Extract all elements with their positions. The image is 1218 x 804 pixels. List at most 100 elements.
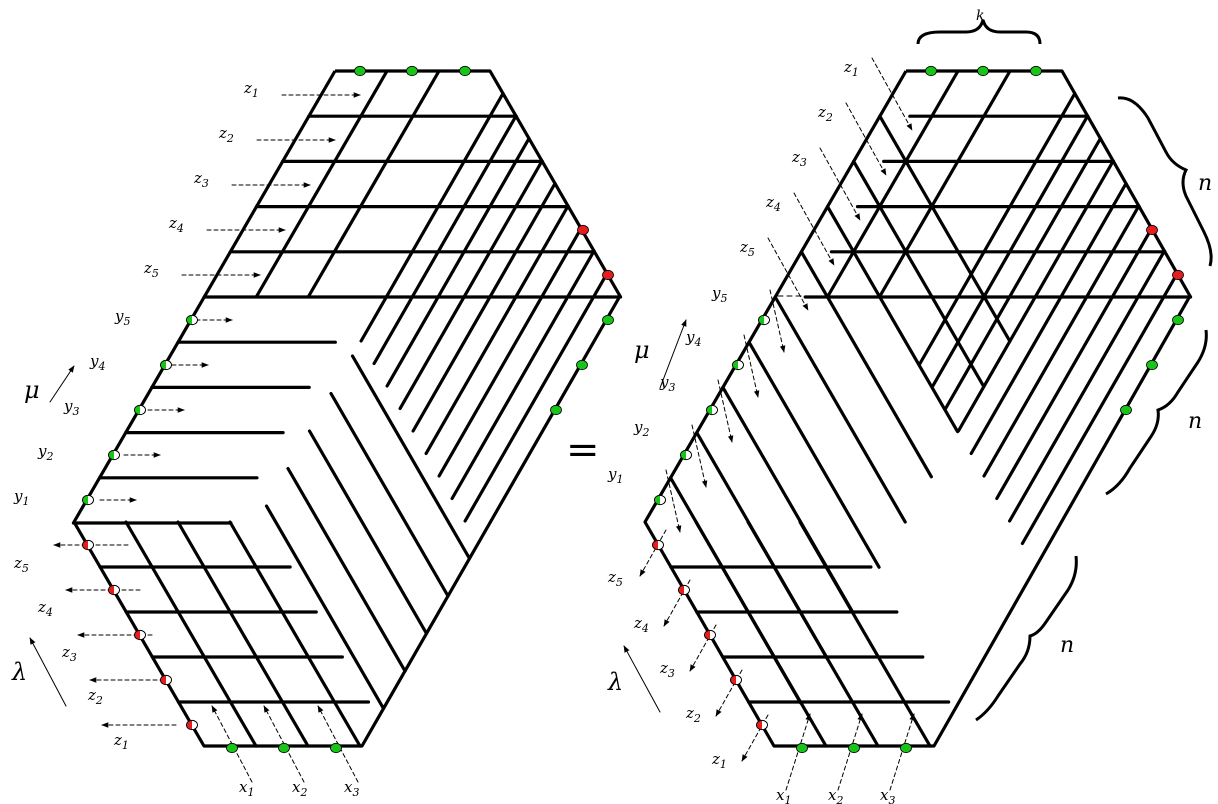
right-zb-dot-fill — [756, 720, 762, 730]
right-right-green-dot — [1146, 359, 1158, 371]
left-right-green-dot — [602, 314, 614, 326]
left-zb-dot-fill — [134, 630, 140, 640]
right-z-top-label: z1 — [843, 58, 859, 79]
left-top-dot — [406, 65, 418, 77]
right-y-dot-fill — [706, 405, 712, 415]
left-input-arrows — [29, 92, 361, 783]
right-right-red-dot — [1172, 269, 1184, 281]
right-y-label: y2 — [633, 418, 649, 439]
left-y-label: y1 — [13, 487, 29, 508]
left-y-label: y5 — [114, 307, 130, 328]
right-z-top-label: z2 — [817, 103, 833, 124]
left-y-label: y3 — [63, 397, 79, 418]
left-y-dot-fill — [160, 360, 166, 370]
right-left-face-line — [852, 159, 986, 388]
right-y-dot-ring — [758, 314, 770, 326]
right-z-arrow — [871, 57, 913, 131]
right-z-bottom-label: z4 — [633, 614, 649, 635]
left-z-bottom-label: z1 — [113, 731, 129, 752]
left-face-line — [350, 354, 472, 561]
left-zb-dot-ring — [186, 719, 198, 731]
left-face-line — [411, 181, 557, 433]
left-bottom-diag-line — [176, 520, 310, 748]
right-z-arrow — [845, 102, 887, 176]
left-right-green-dot — [550, 404, 562, 416]
left-right-red-dot — [602, 269, 614, 281]
right-zb-dot-ring — [730, 674, 742, 686]
right-z-top-label: z5 — [739, 238, 755, 259]
right-y-label: y1 — [607, 465, 623, 486]
left-zb-dot-ring — [134, 629, 146, 641]
right-y-arrow — [743, 334, 760, 398]
n-label: n — [1198, 171, 1212, 196]
left-x-label: x2 — [292, 778, 307, 799]
left-face-line — [307, 429, 429, 636]
left-y-dot-ring — [134, 404, 146, 416]
left-bottom-dot — [278, 742, 290, 754]
right-mu-label: μ — [634, 336, 650, 364]
left-y-dot-ring — [186, 314, 198, 326]
left-face-line — [398, 159, 544, 411]
left-face-line — [385, 136, 531, 388]
right-left-face-line — [747, 340, 881, 569]
left-y-dot-ring — [160, 359, 172, 371]
right-boundary-dots — [652, 65, 1184, 754]
right-left-face-line — [878, 114, 1012, 343]
right-x-label: x3 — [880, 786, 895, 804]
right-y-arrow — [691, 424, 708, 488]
left-diag-line — [255, 69, 389, 298]
left-zb-dot-ring — [108, 584, 120, 596]
left-y-dot-fill — [186, 315, 192, 325]
right-top-diag-line — [826, 69, 960, 298]
right-zb-dot-fill — [730, 675, 736, 685]
left-zb-dot-fill — [82, 540, 88, 550]
left-mu-arrow — [49, 365, 75, 403]
left-x-label: x3 — [344, 778, 359, 799]
left-y-label: y2 — [37, 442, 53, 463]
right-right-red-dot — [1146, 224, 1158, 236]
left-face-line — [264, 504, 386, 711]
right-bottom-diag-line — [798, 520, 932, 748]
right-zb-dot-fill — [678, 585, 684, 595]
left-face-line — [359, 91, 505, 343]
right-grid-lines — [643, 69, 1193, 748]
right-zb-arrow — [639, 529, 667, 577]
left-y-dot-fill — [108, 450, 114, 460]
right-zb-dot-ring — [678, 584, 690, 596]
right-zb-dot-fill — [652, 540, 658, 550]
right-outline — [643, 69, 1192, 748]
right-top-dot — [925, 65, 937, 77]
left-zb-dot-ring — [160, 674, 172, 686]
left-bottom-dot — [226, 742, 238, 754]
left-z-top-label: z2 — [218, 124, 234, 145]
right-z-bottom-label: z2 — [685, 704, 701, 725]
left-z-bottom-label: z3 — [61, 643, 77, 664]
left-lambda-label: λ — [11, 658, 27, 686]
right-top-dot — [977, 65, 989, 77]
right-right-green-dot — [1120, 404, 1132, 416]
right-left-face-line — [825, 205, 960, 434]
right-y-dot-ring — [706, 404, 718, 416]
right-x-arrow — [837, 713, 863, 791]
left-diag-line — [307, 69, 441, 298]
left-z-bottom-label: z5 — [13, 554, 29, 575]
right-z-top-label: z3 — [791, 148, 807, 169]
right-y-label: y5 — [711, 284, 727, 305]
right-y-label: y3 — [659, 373, 675, 394]
right-y-arrow — [717, 379, 734, 443]
left-zb-dot-fill — [186, 720, 192, 730]
right-face-line — [982, 204, 1141, 478]
right-left-face-line — [799, 250, 933, 479]
right-right-green-dot — [1172, 314, 1184, 326]
left-boundary-dots — [82, 65, 614, 754]
left-face-line — [424, 204, 570, 456]
right-y-dot-fill — [654, 495, 660, 505]
right-y-dot-ring — [732, 359, 744, 371]
left-y-dot-fill — [134, 405, 140, 415]
